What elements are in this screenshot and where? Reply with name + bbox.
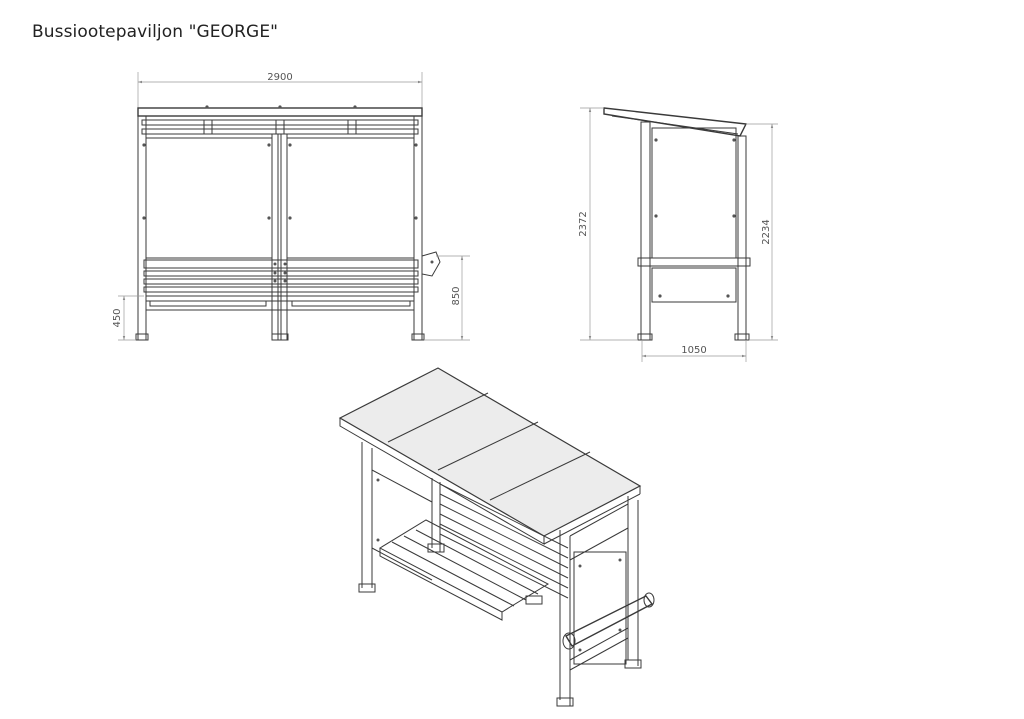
- dim-depth: 1050: [681, 345, 706, 356]
- isometric-view: [338, 367, 655, 707]
- dim-front-width: 2900: [267, 72, 292, 83]
- dim-seat-height: 450: [112, 308, 123, 327]
- dim-total-height: 2372: [578, 211, 589, 236]
- dim-rear-height: 2234: [761, 219, 772, 244]
- side-view: 2372 2234 1050: [578, 107, 778, 362]
- drawing-title: Bussiootepaviljon "GEORGE": [32, 22, 279, 42]
- dim-backrest-height: 850: [451, 286, 462, 305]
- front-view: 2900: [112, 72, 470, 341]
